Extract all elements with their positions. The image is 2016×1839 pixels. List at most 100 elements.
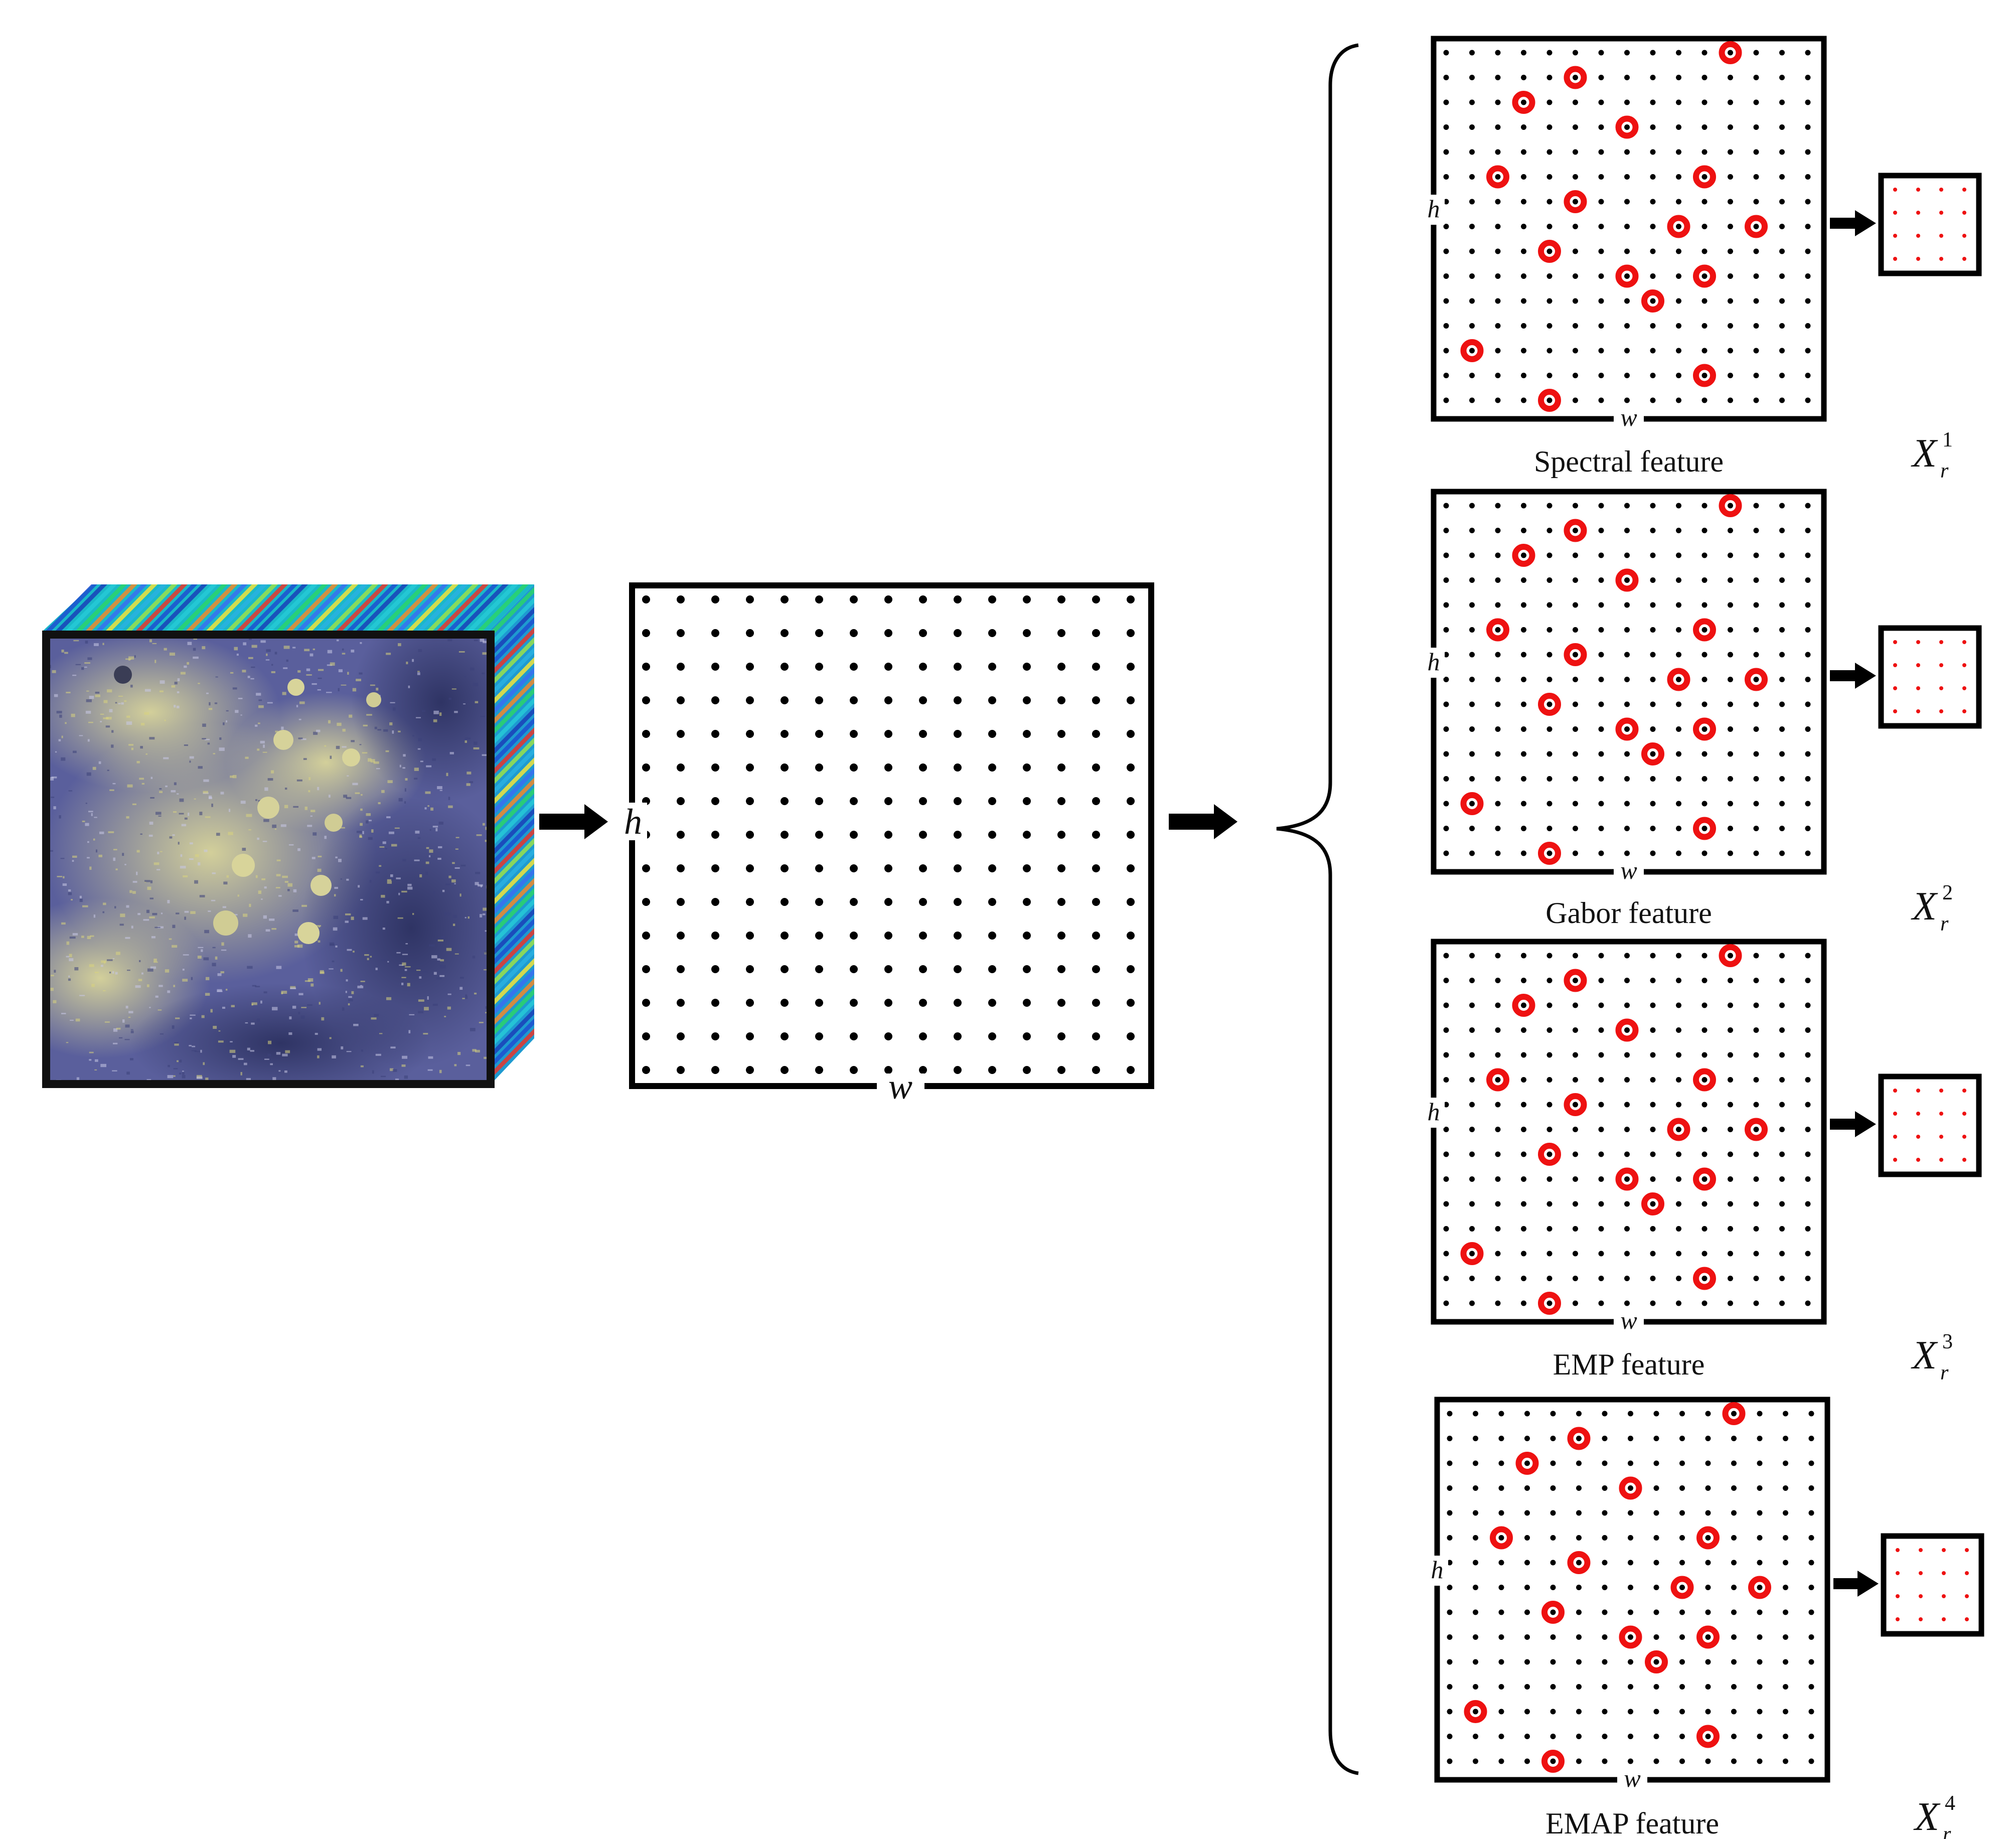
grid-dot [988, 999, 996, 1007]
feature-grid-dot [1573, 348, 1578, 354]
feature-grid-dot [1598, 199, 1604, 205]
feature-grid-dot [1524, 1460, 1530, 1466]
grid-dot [781, 898, 789, 906]
grid-dot [746, 965, 754, 973]
feature-grid-dot [1573, 1102, 1578, 1108]
feature-grid-dot [1546, 1226, 1553, 1232]
output-sample-dot [1896, 1594, 1900, 1598]
feature-grid-dot [1628, 1709, 1633, 1715]
feature-grid-dot [1524, 1585, 1530, 1590]
grid-dot [1092, 730, 1100, 738]
feature-grid-dot [1469, 1052, 1475, 1058]
feature-grid-dot [1624, 677, 1630, 682]
feature-grid-dot [1521, 953, 1526, 959]
feature-grid-dot [1521, 751, 1526, 757]
grid-dot [919, 763, 927, 772]
feature-grid-dot [1443, 701, 1449, 707]
feature-grid-dot [1650, 677, 1656, 682]
sampled-point-marker [1538, 693, 1561, 716]
feature-grid-dot [1546, 373, 1553, 378]
feature-grid-dot [1576, 1535, 1582, 1541]
feature-grid-dot [1624, 224, 1630, 229]
output-sample-dot [1962, 188, 1966, 192]
grid-dot [781, 797, 789, 805]
feature-grid-dot [1447, 1758, 1453, 1764]
feature-grid-dot [1602, 1609, 1608, 1615]
feature-grid-dot [1753, 75, 1759, 80]
feature-grid-dot [1650, 1127, 1656, 1132]
feature-grid-dot [1705, 1709, 1711, 1715]
feature-grid-dot [1495, 248, 1501, 254]
feature-grid-dot [1753, 1002, 1759, 1008]
grid-dot [1023, 898, 1031, 906]
feature-grid-dot [1521, 701, 1526, 707]
feature-grid-dot [1783, 1485, 1788, 1491]
feature-grid-dot [1573, 1052, 1578, 1058]
feature-grid-dot [1546, 397, 1553, 403]
feature-grid-dot [1753, 273, 1759, 279]
output-sample-dot [1942, 1594, 1946, 1598]
feature-grid-dot [1598, 1077, 1604, 1083]
sampled-point-marker [1538, 389, 1561, 412]
grid-dot [1023, 1066, 1031, 1074]
sampled-point-marker [1670, 1576, 1694, 1599]
feature-grid-dot [1598, 224, 1604, 229]
feature-grid-dot [1779, 149, 1785, 155]
feature-grid-dot [1447, 1659, 1453, 1665]
hyperspectral-image-cube [42, 584, 534, 1088]
sampled-point-marker [1667, 215, 1690, 238]
feature-grid-dot [1805, 149, 1811, 155]
feature-grid-dot [1573, 751, 1578, 757]
sampled-point-marker [1460, 792, 1484, 815]
feature-grid-dot [1650, 224, 1656, 229]
feature-grid-dot [1653, 1684, 1659, 1690]
feature-grid-dot [1779, 978, 1785, 983]
feature-grid-dot [1728, 652, 1733, 658]
sampled-point-marker [1541, 1601, 1565, 1624]
feature-grid-dot [1783, 1634, 1788, 1640]
grid-dot [815, 730, 823, 738]
feature-grid-dot [1624, 726, 1630, 732]
feature-grid-dot [1757, 1758, 1763, 1764]
feature-grid-dot [1650, 199, 1656, 205]
feature-grid-dot [1546, 776, 1553, 782]
feature-grid-dot [1728, 1276, 1733, 1281]
grid-dot [1023, 797, 1031, 805]
feature-grid-dot [1473, 1560, 1478, 1566]
feature-grid-dot [1598, 503, 1604, 509]
grid-dot [988, 595, 996, 603]
feature-grid-dot [1805, 577, 1811, 583]
grid-dot [781, 999, 789, 1007]
feature-grid-dot [1728, 1251, 1733, 1257]
feature-grid-dot [1495, 273, 1501, 279]
sampled-point-marker [1745, 1118, 1768, 1141]
feature-grid-dot [1650, 577, 1656, 583]
feature-grid-dot [1521, 577, 1526, 583]
feature-grid-dot [1753, 552, 1759, 558]
grid-dot [677, 864, 685, 872]
feature-grid-dot [1653, 1634, 1659, 1640]
feature-grid-dot [1628, 1684, 1633, 1690]
feature-grid-dot [1447, 1585, 1453, 1590]
feature-grid-dot [1624, 273, 1630, 279]
grid-dot [781, 965, 789, 973]
feature-grid-dot [1779, 801, 1785, 807]
sampled-point-marker [1486, 1068, 1509, 1092]
grid-dot [919, 864, 927, 872]
grid-dot [746, 1032, 754, 1040]
feature-grid-dot [1701, 627, 1708, 633]
output-sample-dot [1916, 686, 1920, 690]
feature-grid-dot [1808, 1609, 1814, 1615]
feature-grid-dot [1779, 1251, 1785, 1257]
feature-grid-dot [1676, 701, 1681, 707]
feature-grid-dot [1546, 751, 1553, 757]
feature-grid-dot [1550, 1510, 1556, 1516]
feature-grid-dot [1546, 248, 1553, 254]
grid-dot [1057, 696, 1065, 704]
feature-grid-dot [1779, 1201, 1785, 1207]
feature-grid-dot [1469, 273, 1475, 279]
feature-grid-dot [1546, 1027, 1553, 1033]
feature-grid-dot [1598, 273, 1604, 279]
